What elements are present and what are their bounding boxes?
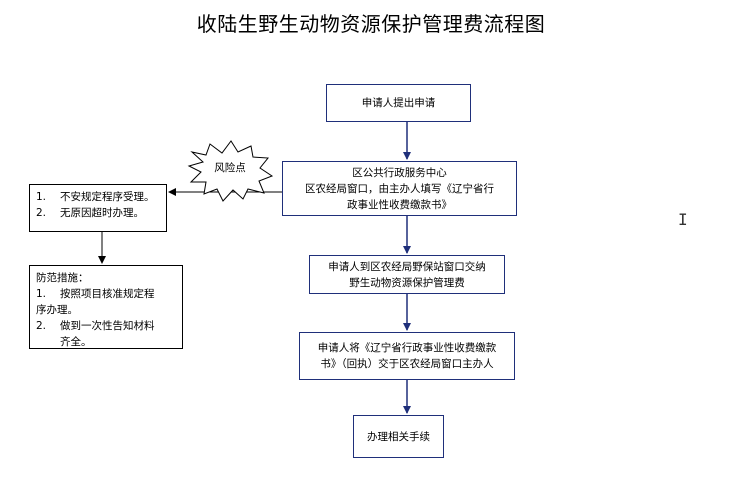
step-pay-fee-line-1: 申请人到区农经局野保站窗口交纳: [328, 260, 486, 273]
measure-item-number: 1.: [36, 288, 47, 300]
risk-item: 1. 不安规定程序受理。: [36, 189, 160, 205]
step-procedures-line: 办理相关手续: [367, 430, 430, 443]
measure-item-text: 按照项目核准规定程: [60, 288, 155, 300]
measure-item: 2. 做到一次性告知材料: [36, 318, 176, 334]
risk-item-number: 2.: [36, 207, 47, 219]
measure-item: 1. 按照项目核准规定程: [36, 286, 176, 302]
step-apply: 申请人提出申请: [326, 84, 471, 122]
risk-item-number: 1.: [36, 191, 47, 203]
risk-item-text: 无原因超时办理。: [60, 207, 144, 219]
measure-item-continuation: 齐全。: [60, 336, 92, 348]
risk-box: 1. 不安规定程序受理。 2. 无原因超时办理。: [29, 184, 167, 232]
step-apply-line: 申请人提出申请: [361, 97, 436, 109]
risk-burst-shape: [187, 140, 274, 202]
measure-item-continuation: 序办理。: [36, 304, 78, 316]
step-pay-fee: 申请人到区农经局野保站窗口交纳 野生动物资源保护管理费: [309, 255, 505, 294]
text-cursor-icon: I: [678, 210, 688, 229]
risk-item-text: 不安规定程序受理。: [60, 191, 155, 203]
risk-item: 2. 无原因超时办理。: [36, 205, 160, 221]
step-service-center: 区公共行政服务中心 区农经局窗口，由主办人填写《辽宁省行 政事业性收费缴款书》: [282, 161, 517, 216]
step-submit-receipt: 申请人将《辽宁省行政事业性收费缴款 书》（回执）交于区农经局窗口主办人: [299, 332, 515, 380]
step-submit-receipt-line-1: 申请人将《辽宁省行政事业性收费缴款: [317, 342, 497, 354]
risk-point-label: 风险点: [214, 162, 246, 174]
step-submit-receipt-line-2: 书》（回执）交于区农经局窗口主办人: [320, 358, 494, 370]
measure-item-text: 做到一次性告知材料: [60, 320, 155, 332]
step-service-center-line-3: 政事业性收费缴款书》: [347, 198, 452, 211]
step-pay-fee-line-2: 野生动物资源保护管理费: [349, 276, 465, 289]
measures-heading: 防范措施：: [36, 272, 89, 284]
page-title: 收陆生野生动物资源保护管理费流程图: [196, 12, 546, 36]
measure-item-number: 2.: [36, 320, 47, 332]
step-service-center-line-1: 区公共行政服务中心: [352, 166, 447, 179]
measures-box: 防范措施： 1. 按照项目核准规定程 序办理。 2. 做到一次性告知材料 齐全。: [29, 265, 183, 349]
step-service-center-line-2: 区农经局窗口，由主办人填写《辽宁省行: [305, 182, 494, 195]
step-procedures: 办理相关手续: [353, 415, 444, 458]
